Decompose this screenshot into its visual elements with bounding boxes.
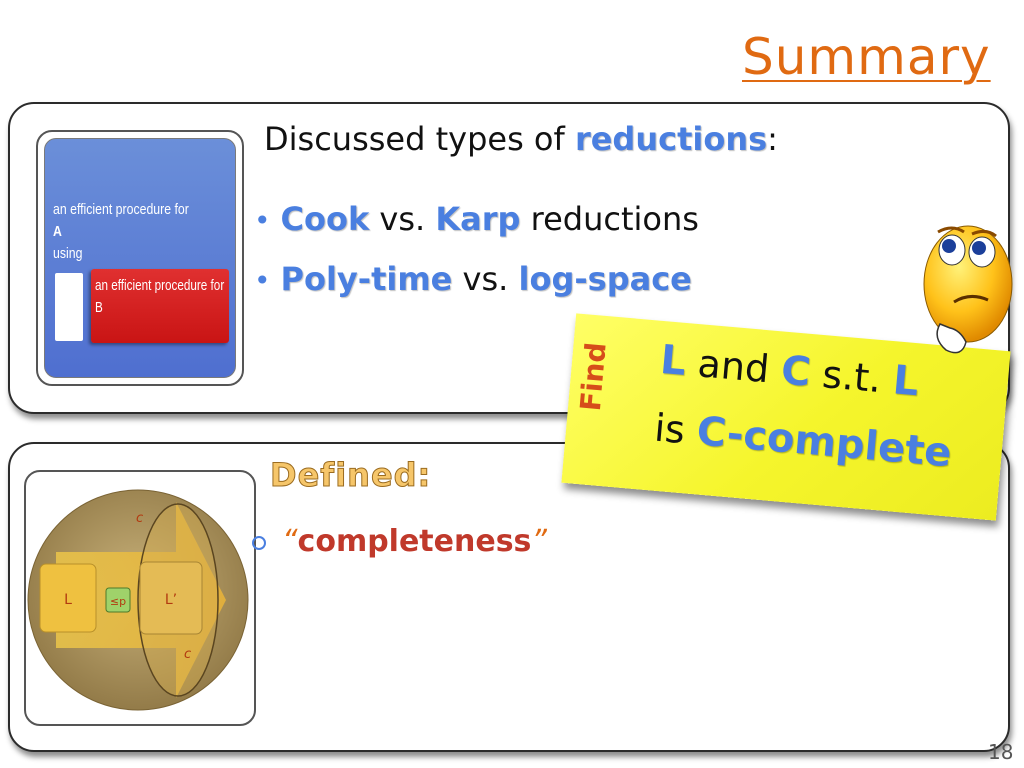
defined-heading: Defined: [269, 456, 432, 495]
reductions-heading: Discussed types of reductions: [264, 120, 778, 158]
reduction-bullets: •Cook vs. Karp reductions •Poly-time vs.… [254, 190, 699, 310]
box-l-label: L [64, 592, 72, 608]
box-lprime-shape [139, 561, 203, 635]
completeness-bullet: “completeness” [252, 524, 547, 559]
bullet-dot-icon: • [254, 204, 271, 237]
slide-title: Summary [742, 28, 991, 86]
relation-box-shape [105, 587, 131, 613]
open-bullet-icon [252, 535, 266, 550]
class-c-top-label: c [136, 511, 143, 526]
bullet-cook-karp: •Cook vs. Karp reductions [254, 200, 699, 238]
completeness-thumbnail: L L’ ≤p c c [24, 470, 256, 726]
thinking-face-icon [923, 225, 1013, 354]
completeness-diagram: L L’ ≤p c c [27, 489, 249, 711]
page-number: 18 [988, 740, 1014, 764]
reduction-thumbnail: an efficient procedure for A using an ef… [36, 130, 244, 386]
box-l-shape [39, 563, 97, 633]
procedure-a-box: an efficient procedure for A using an ef… [44, 138, 236, 378]
input-slot [55, 273, 83, 341]
find-label: Find [573, 341, 613, 413]
box-lprime-label: L’ [165, 592, 177, 608]
procedure-a-text: an efficient procedure for A using [53, 201, 189, 262]
class-c-bottom-label: c [184, 647, 191, 662]
bullet-polytime-logspace: •Poly-time vs. log-space [254, 260, 692, 298]
relation-label: ≤p [110, 595, 126, 608]
procedure-b-box: an efficient procedure for B [91, 269, 229, 343]
bullet-dot-icon: • [254, 264, 271, 297]
procedure-b-text: an efficient procedure for B [95, 277, 225, 316]
